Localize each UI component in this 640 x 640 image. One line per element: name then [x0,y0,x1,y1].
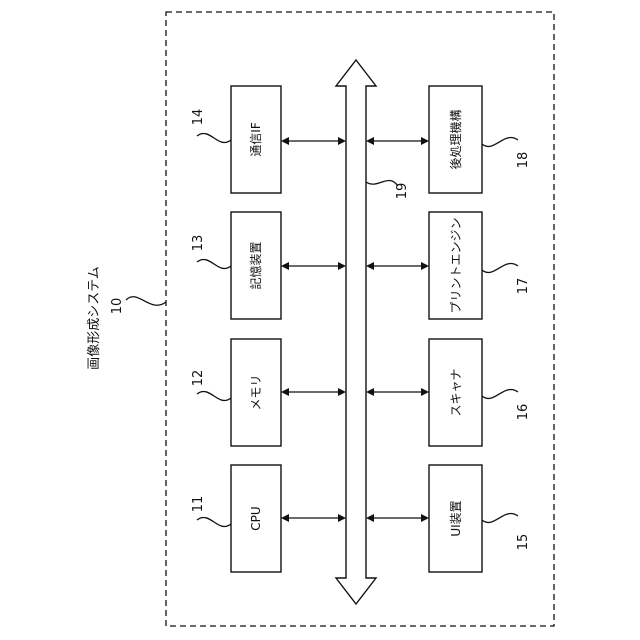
component-ref-number: 12 [191,370,206,387]
component-label: CPU [249,506,263,530]
component-communication-if: 通信IF 14 [191,86,281,193]
ref-leader [197,134,231,143]
component-ref-number: 17 [516,278,531,295]
component-label: UI装置 [449,500,463,536]
connector-scanner [366,388,429,396]
component-post-processing: 後処理機構 18 [429,86,531,193]
system-label: 画像形成システム [87,266,102,370]
component-ref-number: 14 [191,109,206,126]
connector-storage-device [281,262,346,270]
component-label: 後処理機構 [448,109,463,169]
system-ref-number: 10 [110,298,125,315]
arrowhead-right [421,388,429,396]
component-print-engine: プリントエンジン 17 [429,212,531,319]
component-ref-number: 18 [516,152,531,169]
arrowhead-right [338,137,346,145]
arrowhead-right [421,262,429,270]
arrowhead-left [366,137,374,145]
bus-ref-leader [366,180,398,186]
arrowhead-right [338,514,346,522]
arrowhead-left [281,262,289,270]
component-ref-number: 11 [191,496,206,513]
ref-leader [197,392,231,401]
arrowhead-right [338,388,346,396]
component-ref-number: 13 [191,235,206,252]
arrowhead-left [281,388,289,396]
arrowhead-right [421,514,429,522]
component-memory: メモリ 12 [191,339,281,446]
component-label: プリントエンジン [449,217,463,313]
arrowhead-right [338,262,346,270]
component-label: 通信IF [249,122,263,157]
ref-leader [482,138,518,147]
component-cpu: CPU 11 [191,465,281,572]
arrowhead-right [421,137,429,145]
component-label: メモリ [249,374,263,410]
component-scanner: スキャナ 16 [429,339,531,446]
component-label: 記憶装置 [248,241,263,289]
connector-ui-device [366,514,429,522]
system-ref-leader [126,297,166,305]
ref-leader [482,264,518,273]
arrowhead-left [281,514,289,522]
component-ref-number: 16 [516,404,531,421]
connector-communication-if [281,137,346,145]
ref-leader [197,260,231,269]
connector-post-processing [366,137,429,145]
ref-leader [197,518,231,527]
component-storage-device: 記憶装置 13 [191,212,281,319]
connector-memory [281,388,346,396]
component-ui-device: UI装置 15 [429,465,531,572]
arrowhead-left [281,137,289,145]
component-ref-number: 15 [516,534,531,551]
arrowhead-left [366,262,374,270]
ref-leader [482,514,518,523]
component-label: スキャナ [449,368,463,416]
arrowhead-left [366,388,374,396]
connector-cpu [281,514,346,522]
ref-leader [482,390,518,399]
connector-print-engine [366,262,429,270]
arrowhead-left [366,514,374,522]
